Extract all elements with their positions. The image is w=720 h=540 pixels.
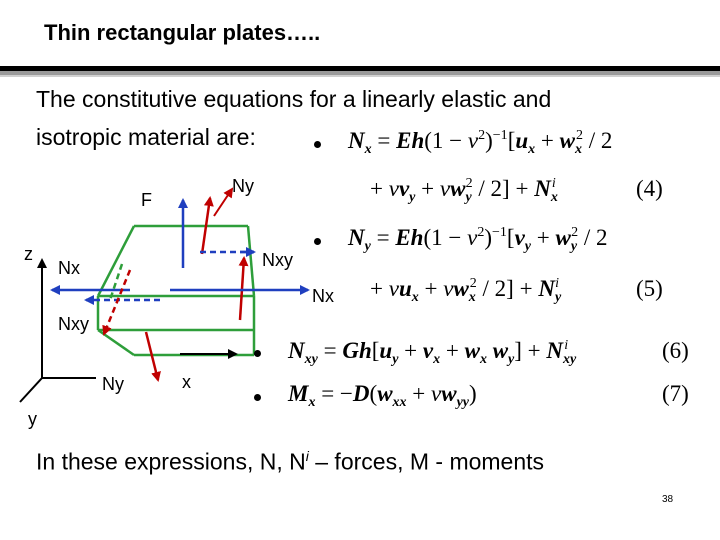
equation-5-number: (5) — [636, 276, 663, 301]
equation-6-number: (6) — [662, 338, 689, 363]
bullet-eq6 — [254, 350, 261, 357]
label-f: F — [141, 190, 152, 210]
ny-top-arrow — [200, 196, 214, 255]
label-nxy-right: Nxy — [262, 250, 293, 270]
intro-text-line-1: The constitutive equations for a linearl… — [36, 86, 552, 112]
equation-4-line-2: + νvy + νwy2 / 2] + Nxi — [370, 176, 558, 205]
left-face-red-arrow — [102, 269, 132, 336]
equation-4-line-1: Nx = Eh(1 − ν2)−1[ux + wx2 / 2 — [348, 128, 613, 157]
bullet-eq4 — [314, 141, 321, 148]
label-y: y — [28, 409, 37, 429]
bullet-eq7 — [254, 394, 261, 401]
slide-number: 38 — [662, 494, 674, 505]
label-z: z — [24, 244, 33, 264]
y-axis — [19, 377, 43, 403]
plate-element-diagram: F Ny z Nx Nxy Nx Nxy Ny x y — [19, 176, 334, 429]
bullet-eq5 — [314, 238, 321, 245]
equation-5-line-1: Ny = Eh(1 − ν2)−1[vy + wy2 / 2 — [348, 225, 608, 254]
title-rule-shadow — [0, 71, 720, 75]
equation-7-number: (7) — [662, 381, 689, 406]
title-rule-shadow-light — [0, 75, 720, 77]
label-nx-left: Nx — [58, 258, 80, 278]
ny-bottom-arrow — [144, 331, 161, 382]
left-face-green-dash — [108, 263, 124, 301]
slide-title: Thin rectangular plates….. — [44, 20, 321, 45]
label-nxy-left: Nxy — [58, 314, 89, 334]
closing-text: In these expressions, N, Ni – forces, M … — [36, 448, 545, 475]
label-nx-right: Nx — [312, 286, 334, 306]
equation-5-line-2: + νux + νwx2 / 2] + Nyi — [370, 276, 562, 305]
equation-7: Mx = −D(wxx + νwyy) — [288, 381, 477, 410]
title-rule — [0, 66, 720, 71]
label-ny-top: Ny — [232, 176, 254, 196]
equation-4-number: (4) — [636, 176, 663, 201]
label-x: x — [182, 372, 191, 392]
ny-top-arrow-2 — [213, 187, 234, 217]
label-ny-bottom: Ny — [102, 374, 124, 394]
equation-6: Nxy = Gh[uy + vx + wx wy] + Nxyi — [288, 338, 577, 367]
intro-text-line-2: isotropic material are: — [36, 124, 256, 150]
